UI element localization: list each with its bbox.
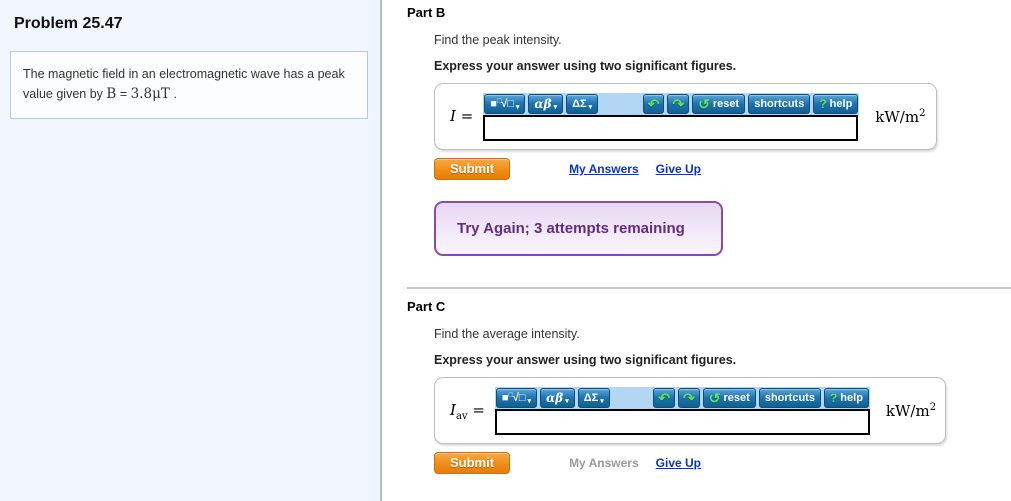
exponent-template-icon: □ xyxy=(496,97,502,105)
part-c-heading: Part C xyxy=(407,299,446,314)
answer-variable: I xyxy=(450,106,456,125)
reset-button[interactable]: ↺reset xyxy=(692,94,746,114)
part-b-instruction: Express your answer using two significan… xyxy=(434,59,737,73)
math-equals: = xyxy=(119,87,128,102)
delta-sigma-icon: ΔΣ xyxy=(572,98,587,110)
redo-icon: ↷ xyxy=(683,390,695,406)
part-c-answer-input[interactable] xyxy=(494,409,870,435)
greek-letters-button[interactable]: αβ▾ xyxy=(540,388,575,408)
delta-sigma-icon: ΔΣ xyxy=(583,392,599,404)
section-divider xyxy=(407,287,1011,289)
undo-button[interactable]: ↶ xyxy=(653,388,676,408)
part-c-section: Part C Find the average intensity. Expre… xyxy=(407,299,1011,474)
shortcuts-label: shortcuts xyxy=(754,98,805,110)
statement-period: . xyxy=(173,87,177,102)
part-c-give-up-link[interactable]: Give Up xyxy=(655,456,702,470)
problem-statement-box: The magnetic field in an electromagnetic… xyxy=(10,51,368,120)
greek-letters-icon: αβ xyxy=(546,391,564,405)
part-b-heading: Part B xyxy=(407,5,446,20)
math-variable: B xyxy=(106,86,117,103)
answer-variable: I xyxy=(450,400,456,419)
undo-button[interactable]: ↶ xyxy=(642,94,665,114)
part-b-give-up-link[interactable]: Give Up xyxy=(655,162,702,176)
main-content: Part B Find the peak intensity. Express … xyxy=(382,0,1011,501)
problem-title: Problem 25.47 xyxy=(14,15,123,32)
part-b-equation-editor: I = ■□√□▾ αβ▾ ΔΣ▾ ↶ ↷ ↺reset shortcuts ?… xyxy=(434,83,937,150)
sqrt-template-icon: √□ xyxy=(501,98,514,110)
unit-exponent: 2 xyxy=(929,402,937,413)
redo-icon: ↷ xyxy=(672,96,685,112)
help-label: help xyxy=(829,98,853,110)
chevron-down-icon: ▾ xyxy=(553,104,558,111)
help-label: help xyxy=(840,392,863,404)
part-b-feedback-box: Try Again; 3 attempts remaining xyxy=(434,201,723,256)
templates-button[interactable]: ■□√□▾ xyxy=(484,94,526,114)
chevron-down-icon: ▾ xyxy=(527,398,532,405)
undo-icon: ↶ xyxy=(647,96,660,112)
reset-icon: ↺ xyxy=(708,390,721,406)
part-c-answer-label: Iav = xyxy=(450,401,485,422)
chevron-down-icon: ▾ xyxy=(565,398,569,405)
question-mark-icon: ? xyxy=(819,97,827,111)
redo-button[interactable]: ↷ xyxy=(667,94,690,114)
feedback-text: Try Again; 3 attempts remaining xyxy=(457,220,685,237)
chevron-down-icon: ▾ xyxy=(515,104,520,111)
part-b-math-toolbar: ■□√□▾ αβ▾ ΔΣ▾ ↶ ↷ ↺reset shortcuts ?help xyxy=(483,93,860,115)
templates-button[interactable]: ■□√□▾ xyxy=(495,388,538,408)
reset-button[interactable]: ↺reset xyxy=(702,388,756,408)
redo-button[interactable]: ↷ xyxy=(678,388,700,408)
unit-exponent: 2 xyxy=(919,108,926,119)
chevron-down-icon: ▾ xyxy=(600,398,604,405)
symbols-button[interactable]: ΔΣ▾ xyxy=(577,388,610,408)
problem-statement-text: The magnetic field in an electromagnetic… xyxy=(23,67,345,102)
help-button[interactable]: ?help xyxy=(823,388,869,408)
answer-subscript: av xyxy=(455,410,468,422)
symbols-button[interactable]: ΔΣ▾ xyxy=(566,94,599,114)
help-button[interactable]: ?help xyxy=(813,94,859,114)
problem-sidebar: Problem 25.47 The magnetic field in an e… xyxy=(0,0,382,501)
greek-letters-icon: αβ xyxy=(534,97,552,111)
chevron-down-icon: ▾ xyxy=(588,104,593,111)
part-c-prompt: Find the average intensity. xyxy=(434,327,580,341)
math-value: 3.8 xyxy=(130,86,153,103)
part-b-section: Part B Find the peak intensity. Express … xyxy=(407,5,1011,256)
part-b-submit-row: Submit My Answers Give Up xyxy=(434,158,1011,180)
part-c-equation-editor: Iav = ■□√□▾ αβ▾ ΔΣ▾ ↶ ↷ ↺reset shortcuts… xyxy=(434,377,946,444)
reset-label: reset xyxy=(712,98,740,110)
reset-label: reset xyxy=(723,392,750,404)
square-template-icon: ■ xyxy=(501,392,509,404)
part-c-math-toolbar: ■□√□▾ αβ▾ ΔΣ▾ ↶ ↷ ↺reset shortcuts ?help xyxy=(494,387,870,409)
unit-base: kW/m xyxy=(875,108,920,126)
square-template-icon: ■ xyxy=(490,98,497,110)
sqrt-template-icon: √□ xyxy=(512,392,526,404)
math-unit: μT xyxy=(152,86,170,103)
part-c-instruction: Express your answer using two significan… xyxy=(434,353,737,367)
part-b-my-answers-link[interactable]: My Answers xyxy=(569,162,639,176)
answer-equals: = xyxy=(472,400,485,419)
shortcuts-button[interactable]: shortcuts xyxy=(748,94,811,114)
part-b-answer-input[interactable] xyxy=(483,115,859,141)
part-c-unit-label: kW/m2 xyxy=(886,402,936,420)
part-b-answer-label: I = xyxy=(450,107,473,128)
question-mark-icon: ? xyxy=(829,391,838,405)
part-c-my-answers-link: My Answers xyxy=(569,456,639,470)
shortcuts-label: shortcuts xyxy=(764,392,815,404)
reset-icon: ↺ xyxy=(698,96,710,112)
part-b-prompt: Find the peak intensity. xyxy=(434,33,562,47)
greek-letters-button[interactable]: αβ▾ xyxy=(528,94,564,114)
undo-icon: ↶ xyxy=(658,390,671,406)
part-b-unit-label: kW/m2 xyxy=(875,108,925,126)
part-c-submit-row: Submit My Answers Give Up xyxy=(434,452,1011,474)
part-c-submit-button[interactable]: Submit xyxy=(434,452,511,474)
shortcuts-button[interactable]: shortcuts xyxy=(758,388,821,408)
answer-equals: = xyxy=(460,106,474,125)
part-b-submit-button[interactable]: Submit xyxy=(434,158,511,180)
exponent-template-icon: □ xyxy=(508,391,513,399)
unit-base: kW/m xyxy=(885,402,930,420)
